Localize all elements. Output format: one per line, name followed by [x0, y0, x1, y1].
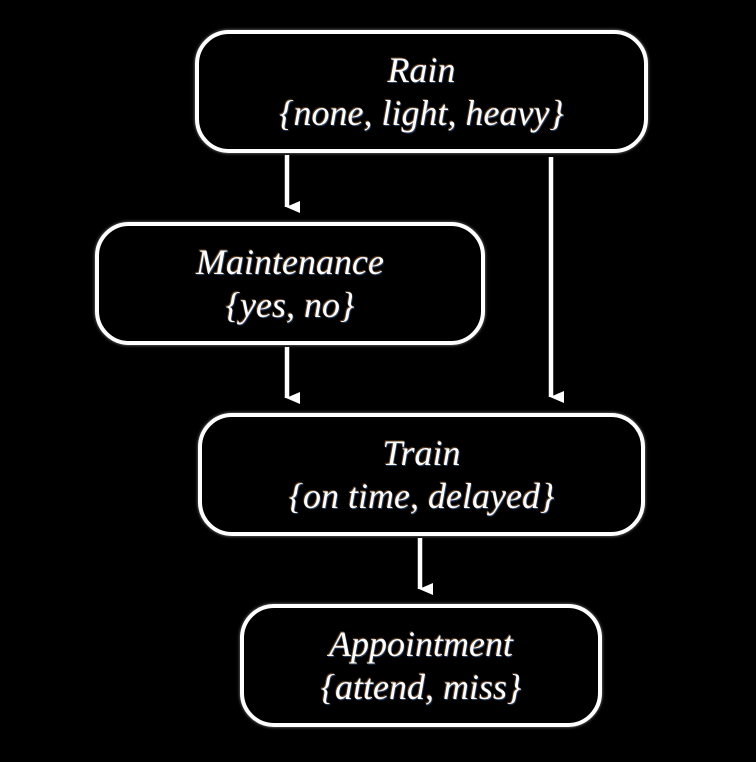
node-maintenance-title: Maintenance	[196, 241, 384, 282]
node-maintenance[interactable]: Maintenance {yes, no}	[95, 222, 485, 345]
node-maintenance-states: {yes, no}	[225, 284, 355, 325]
node-appointment-title: Appointment	[329, 623, 513, 664]
node-appointment-states: {attend, miss}	[320, 666, 522, 707]
node-train-title: Train	[382, 432, 461, 473]
node-rain[interactable]: Rain {none, light, heavy}	[195, 30, 648, 153]
node-train[interactable]: Train {on time, delayed}	[198, 413, 645, 536]
node-appointment[interactable]: Appointment {attend, miss}	[240, 604, 602, 727]
node-rain-states: {none, light, heavy}	[279, 92, 564, 133]
node-rain-title: Rain	[387, 49, 456, 90]
node-train-states: {on time, delayed}	[288, 475, 555, 516]
